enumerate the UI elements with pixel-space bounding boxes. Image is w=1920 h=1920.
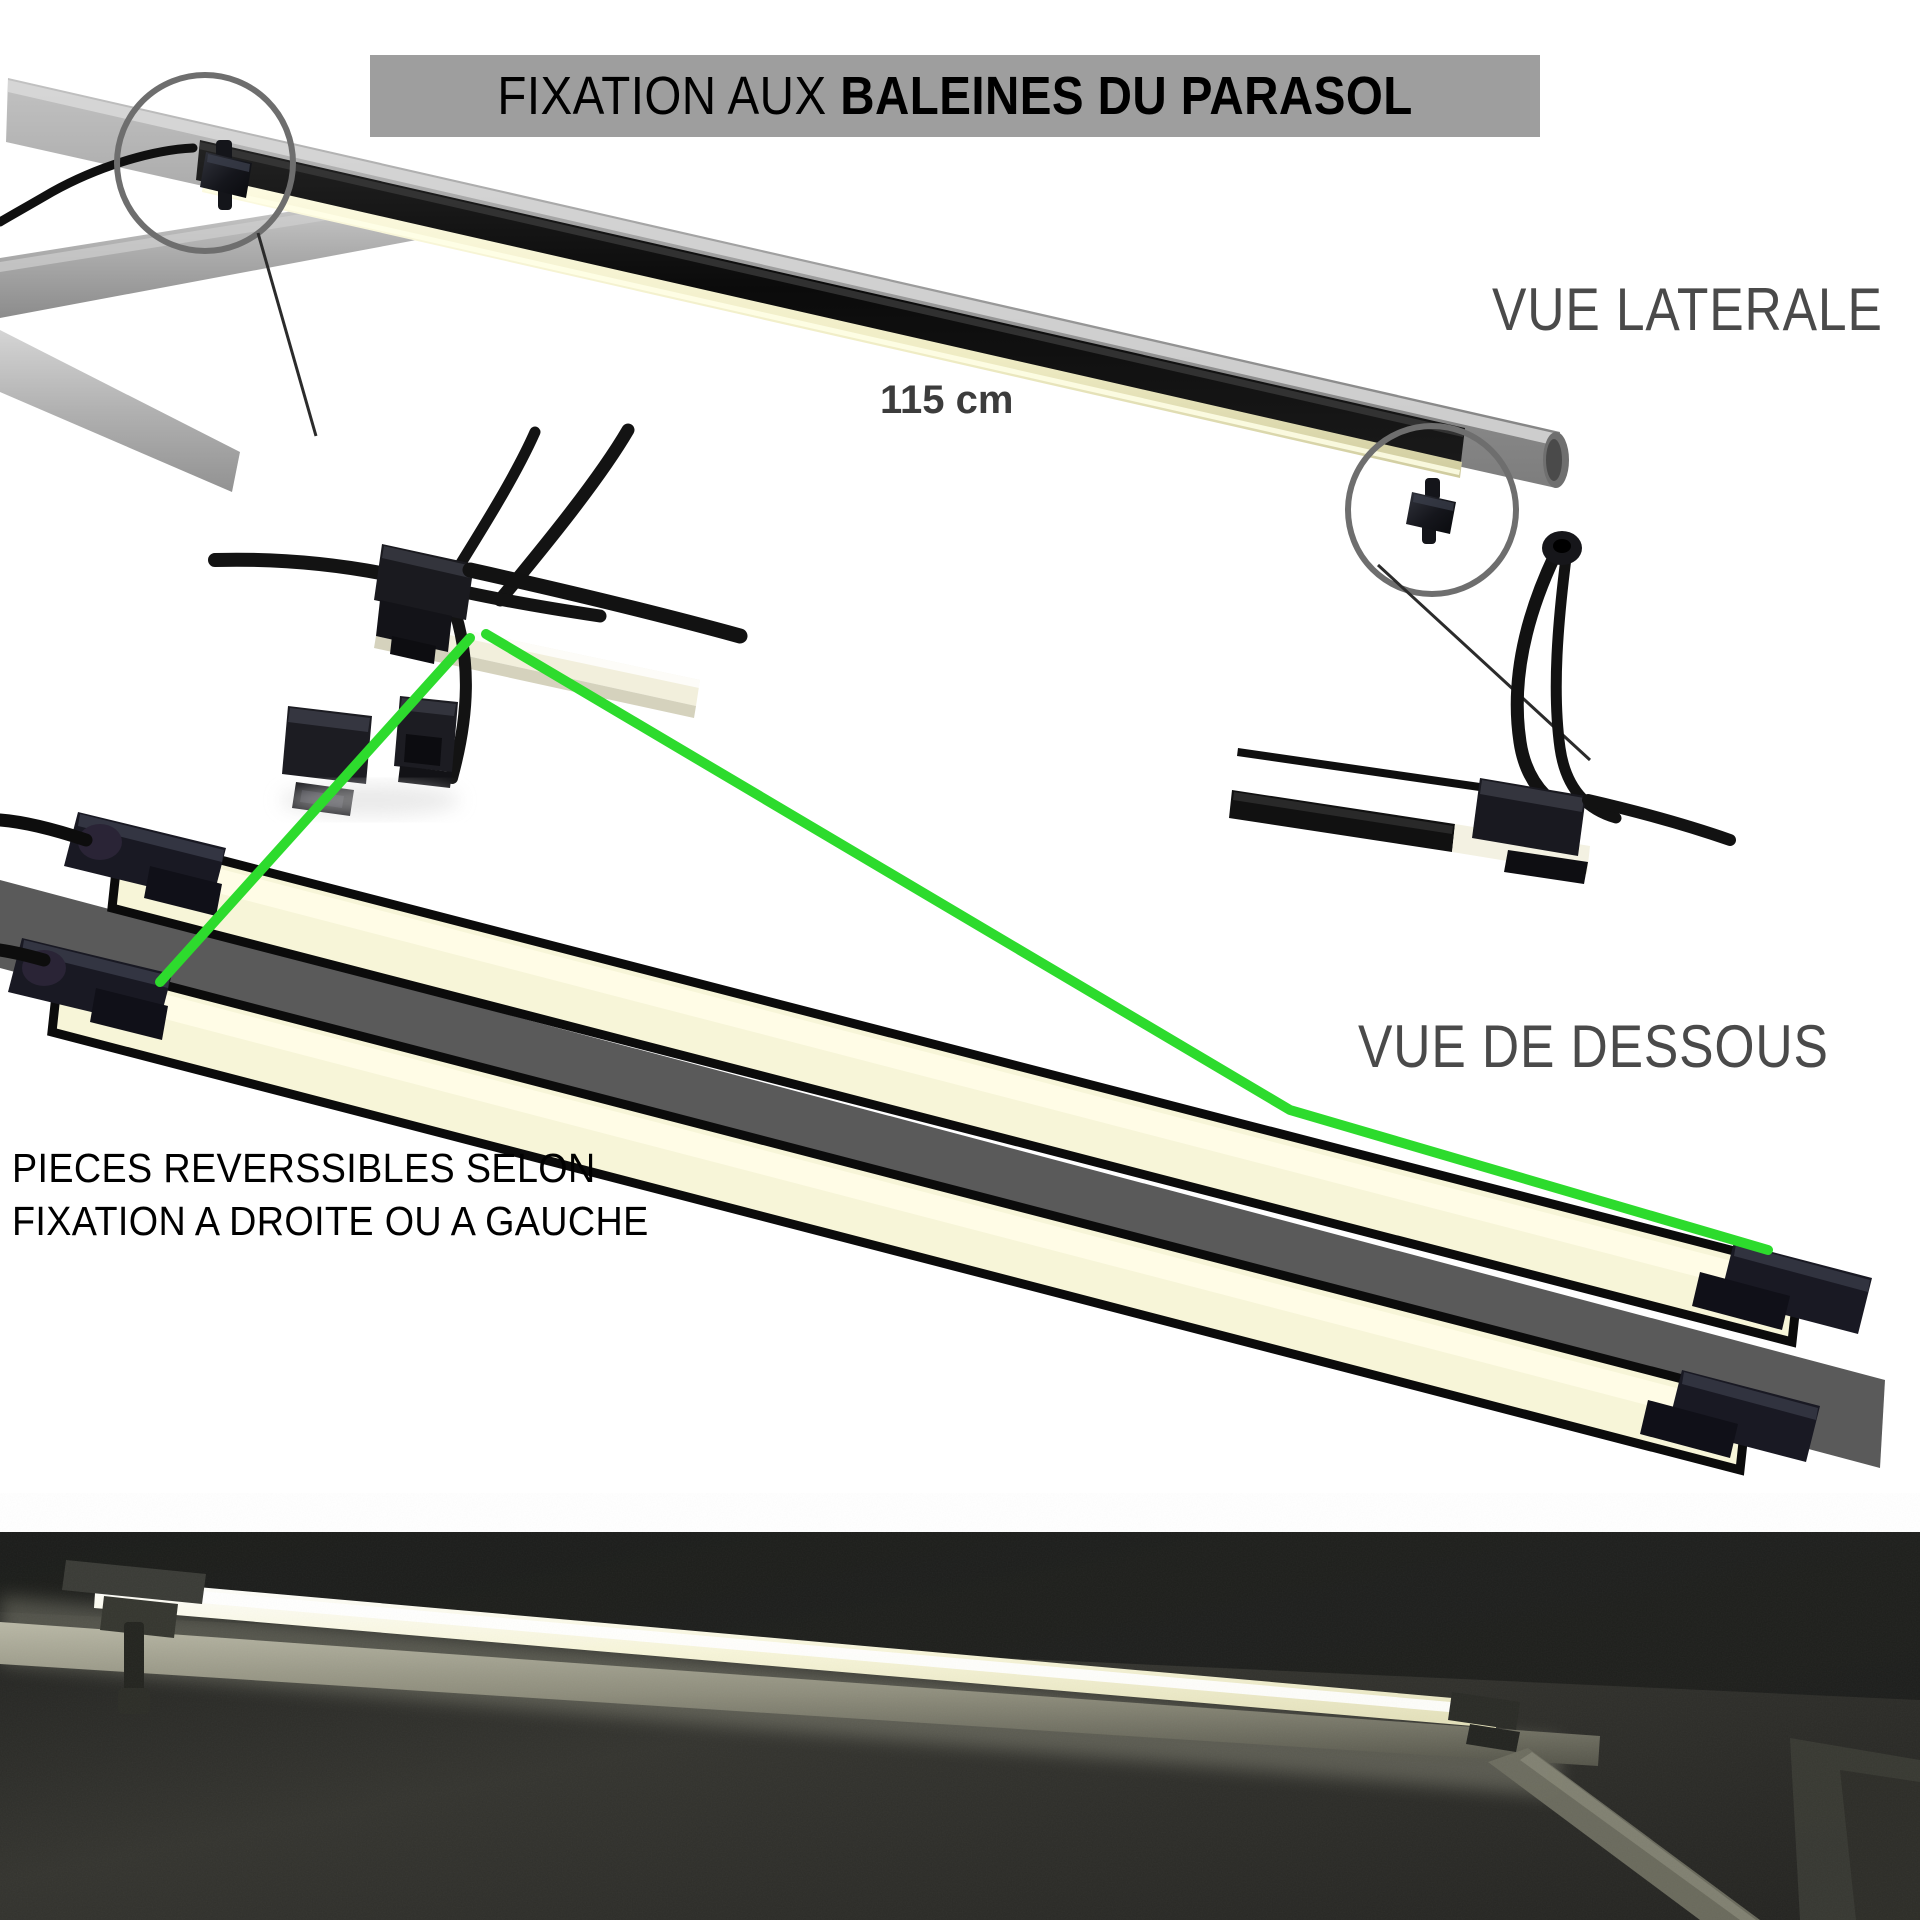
note-line-1: PIECES REVERSSIBLES SELON (12, 1145, 596, 1191)
power-cable (0, 143, 198, 227)
led-bar-side-view (196, 140, 1465, 478)
night-photo-panel (0, 1532, 1920, 1920)
reversible-pieces-note: PIECES REVERSSIBLES SELON FIXATION A DRO… (12, 1142, 649, 1248)
title-prefix: FIXATION AUX (497, 66, 841, 126)
bar-endcap-upper-right (1692, 1242, 1872, 1334)
callout-circle-left (114, 72, 296, 254)
photo-clip-bracket-right (1448, 1692, 1520, 1752)
reversible-clip-piece-b (394, 696, 458, 788)
clip-on-rib-right (1406, 478, 1456, 544)
tie-loop-detail-photo (1229, 531, 1736, 884)
length-dimension-label: 115 cm (880, 378, 1014, 422)
photo-clip-bracket (62, 1560, 206, 1714)
title-banner: FIXATION AUX BALEINES DU PARASOL (370, 55, 1540, 137)
callout-leader-left (256, 232, 318, 437)
callout-circle-right (1345, 423, 1519, 597)
clip-on-rib-left (200, 140, 252, 210)
caption-bottom-view: VUE DE DESSOUS (1358, 1013, 1829, 1080)
caption-side-view: VUE LATERALE (1492, 276, 1883, 343)
bottom-view-led-bar-upper (107, 828, 1805, 1348)
bar-endcap-lower-right (1640, 1370, 1820, 1462)
bar-endcap-lower-left (0, 938, 172, 1040)
bar-endcap-upper-left (0, 812, 226, 916)
title-emphasis: BALEINES DU PARASOL (840, 66, 1413, 126)
bottom-view-led-bar-lower (47, 952, 1753, 1476)
note-line-2: FIXATION A DROITE OU A GAUCHE (12, 1198, 649, 1244)
title-banner-text: FIXATION AUX BALEINES DU PARASOL (497, 65, 1412, 127)
green-pointer-lines (155, 629, 1773, 1255)
